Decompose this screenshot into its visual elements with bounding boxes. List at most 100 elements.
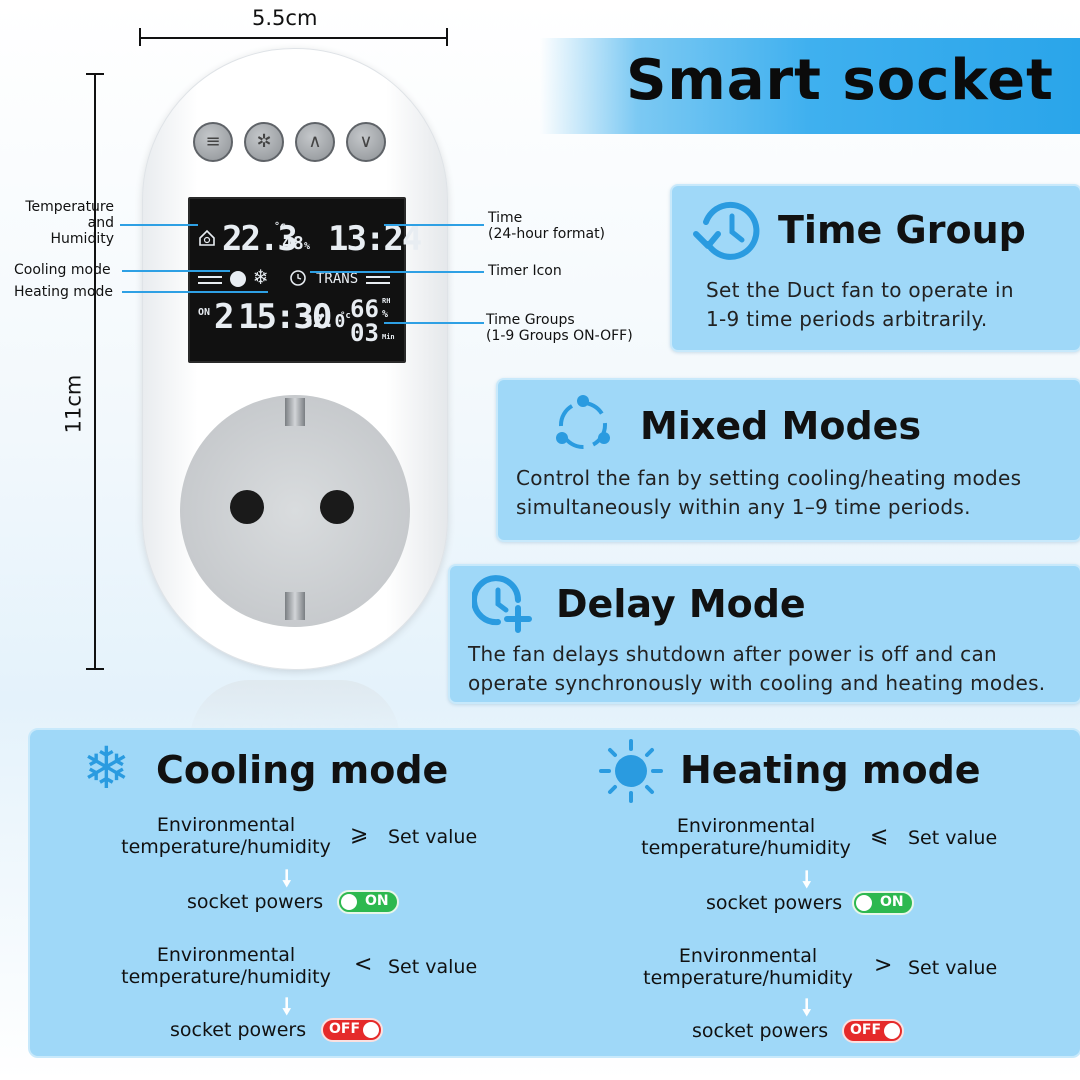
condition-text: Environmental (676, 815, 816, 837)
heating-result-1: socket powers (706, 892, 843, 914)
width-dimension-tick (139, 28, 141, 46)
condition-text: temperature/humidity (643, 967, 853, 989)
cooling-set-value-1: Set value (388, 826, 478, 848)
callout-line (122, 270, 230, 272)
on-toggle: ON (337, 890, 399, 914)
toggle-knob (363, 1022, 379, 1038)
condition-text: temperature/humidity (121, 966, 331, 988)
lcd-temperature: 22.3 (222, 219, 298, 259)
gear-icon: ✲ (256, 131, 272, 152)
lcd-trans: TRANS (316, 271, 359, 287)
callout-line (310, 271, 484, 273)
page-title: Smart socket (626, 48, 1054, 113)
delay-mode-title: Delay Mode (556, 582, 806, 626)
width-dimension-line (140, 37, 448, 39)
height-dimension-tick (86, 73, 104, 75)
toggle-knob (341, 894, 357, 910)
heating-set-value-1: Set value (908, 827, 998, 849)
card-desc-line: Set the Duct fan to operate in (706, 278, 1014, 302)
cooling-result-1: socket powers (187, 891, 324, 913)
toggle-label: ON (365, 893, 389, 909)
heating-mode-title: Heating mode (680, 748, 981, 792)
height-label: 11cm (61, 374, 86, 434)
off-toggle: OFF (842, 1019, 904, 1043)
card-desc-line: Control the fan by setting cooling/heati… (516, 466, 1022, 490)
lcd-time-group: 15:30 (238, 297, 332, 337)
arrow-down-icon: 🠗 (282, 995, 292, 1020)
delay-mode-desc: The fan delays shutdown after power is o… (468, 640, 1045, 698)
callout-timer-icon: Timer Icon (488, 263, 562, 279)
heating-condition-2: Environmental temperature/humidity (630, 945, 866, 989)
heating-operator-1: ⩽ (870, 823, 889, 848)
lcd-humidity-unit: % (304, 241, 311, 252)
mixed-modes-title: Mixed Modes (640, 404, 922, 448)
time-group-desc: Set the Duct fan to operate in 1-9 time … (706, 276, 1014, 334)
lcd-min-label: Min (382, 333, 395, 341)
cooling-result-2: socket powers (170, 1019, 307, 1041)
callout-line (384, 322, 484, 324)
toggle-label: ON (880, 894, 904, 910)
lcd-mode-bar (366, 282, 390, 284)
lcd-group-number: 2 (214, 297, 235, 337)
callout-time: Time (24-hour format) (488, 210, 605, 242)
callout-text: Time Groups (486, 312, 575, 328)
up-icon: ∧ (308, 131, 322, 152)
lcd-set-temp-unit: °c (340, 311, 351, 321)
lcd-mode-bar (198, 276, 222, 278)
heating-result-2: socket powers (692, 1020, 829, 1042)
arrow-down-icon: 🠗 (802, 868, 812, 893)
cooling-operator-2: < (354, 952, 373, 977)
lcd-temp-unit: °c (274, 221, 287, 232)
height-dimension-line (94, 74, 96, 670)
callout-time-groups: Time Groups (1-9 Groups ON-OFF) (486, 312, 633, 344)
lcd-display: 22.3 °c 48 % 13:24 ❄ TRANS ON 2 15:30 32… (188, 197, 422, 363)
lcd-set-temp: 32.0 (302, 311, 346, 332)
callout-line (120, 224, 198, 226)
settings-button[interactable]: ✲ (244, 122, 284, 162)
time-group-card: Time Group Set the Duct fan to operate i… (670, 184, 1080, 352)
lcd-on-label: ON (198, 307, 211, 318)
socket-outlet (180, 395, 410, 627)
clock-plus-icon (472, 575, 532, 633)
sun-icon (599, 739, 663, 803)
toggle-knob (856, 895, 872, 911)
cooling-set-value-2: Set value (388, 956, 478, 978)
cooling-operator-1: ⩾ (350, 822, 369, 847)
callout-text: Temperature (25, 199, 114, 215)
width-label: 5.5cm (252, 6, 318, 30)
card-desc-line: The fan delays shutdown after power is o… (468, 642, 998, 666)
toggle-label: OFF (329, 1021, 361, 1037)
menu-icon: ≡ (205, 131, 221, 152)
off-toggle: OFF (321, 1018, 383, 1042)
heating-operator-2: > (874, 953, 893, 978)
on-toggle: ON (852, 891, 914, 915)
toggle-knob (884, 1023, 900, 1039)
height-dimension-tick (86, 668, 104, 670)
condition-text: temperature/humidity (641, 837, 851, 859)
lcd-rh-label: RH (382, 297, 391, 305)
up-button[interactable]: ∧ (295, 122, 335, 162)
down-icon: ∨ (359, 131, 373, 152)
clock-rotate-icon (693, 201, 760, 260)
mixed-modes-card: Mixed Modes Control the fan by setting c… (496, 378, 1080, 542)
home-icon (199, 229, 215, 246)
arrow-down-icon: 🠗 (282, 867, 292, 892)
cycle-dots-icon (556, 395, 610, 449)
arrow-down-icon: 🠗 (802, 996, 812, 1021)
menu-button[interactable]: ≡ (193, 122, 233, 162)
snowflake-icon: ❄ (82, 734, 131, 802)
callout-text: Humidity (50, 231, 114, 247)
cooling-condition-1: Environmental temperature/humidity (108, 814, 344, 858)
mixed-modes-desc: Control the fan by setting cooling/heati… (516, 464, 1021, 522)
down-button[interactable]: ∨ (346, 122, 386, 162)
card-desc-line: simultaneously within any 1–9 time perio… (516, 495, 971, 519)
condition-text: temperature/humidity (121, 836, 331, 858)
ground-clip-bottom (285, 592, 305, 620)
condition-text: Environmental (156, 944, 296, 966)
cooling-mode-title: Cooling mode (156, 748, 449, 792)
callout-text: Time (488, 210, 523, 226)
heating-set-value-2: Set value (908, 957, 998, 979)
callout-temp-humidity: Temperature and Humidity (20, 199, 114, 247)
callout-text: and (87, 215, 114, 231)
card-desc-line: 1-9 time periods arbitrarily. (706, 307, 988, 331)
